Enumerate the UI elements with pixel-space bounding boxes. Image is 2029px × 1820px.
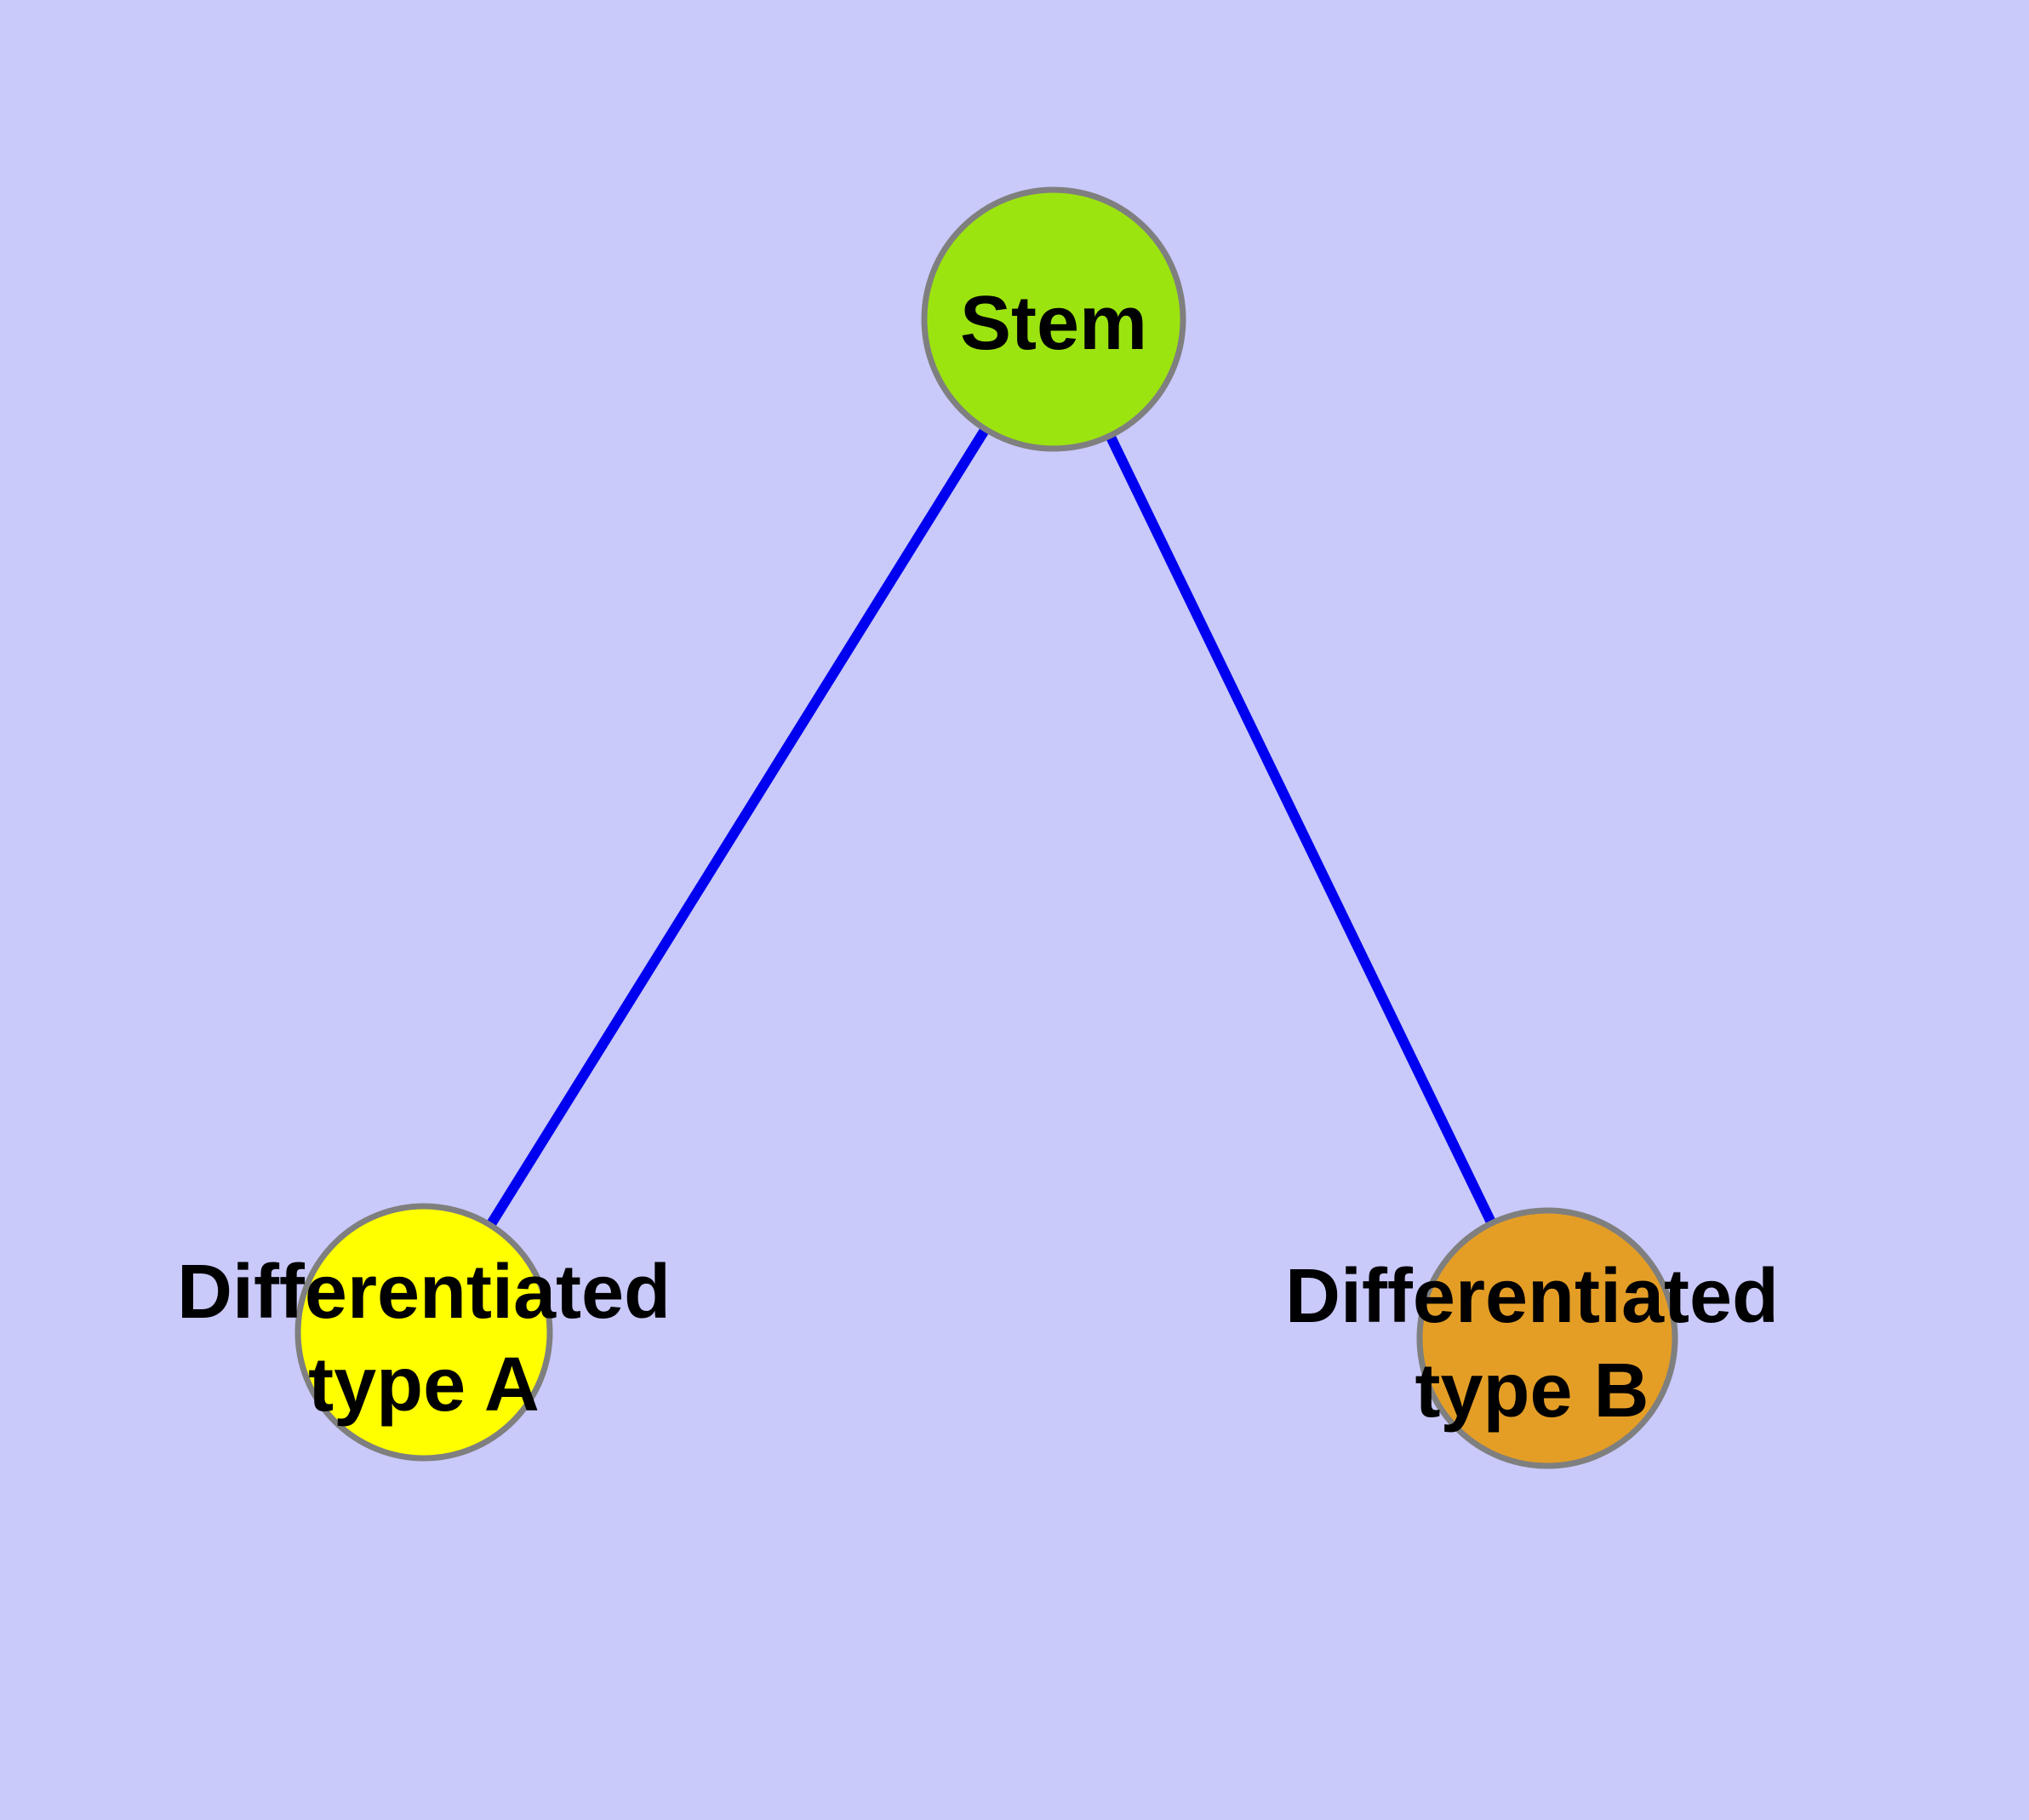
node-type-b-circle xyxy=(1416,1207,1678,1469)
node-type-a-label-line1: Differentiated xyxy=(177,1250,671,1335)
node-type-b-label-line1: Differentiated xyxy=(1285,1254,1779,1339)
edge-stem-to-type-b xyxy=(1049,317,1552,1341)
node-stem-label: Stem xyxy=(960,281,1147,366)
edge-stem-to-type-a xyxy=(419,316,1059,1336)
node-type-a-circle xyxy=(294,1203,553,1462)
node-type-b-label-line2: type B xyxy=(1415,1348,1649,1434)
node-stem-circle xyxy=(921,186,1186,452)
node-type-a-label-line2: type A xyxy=(308,1342,540,1428)
